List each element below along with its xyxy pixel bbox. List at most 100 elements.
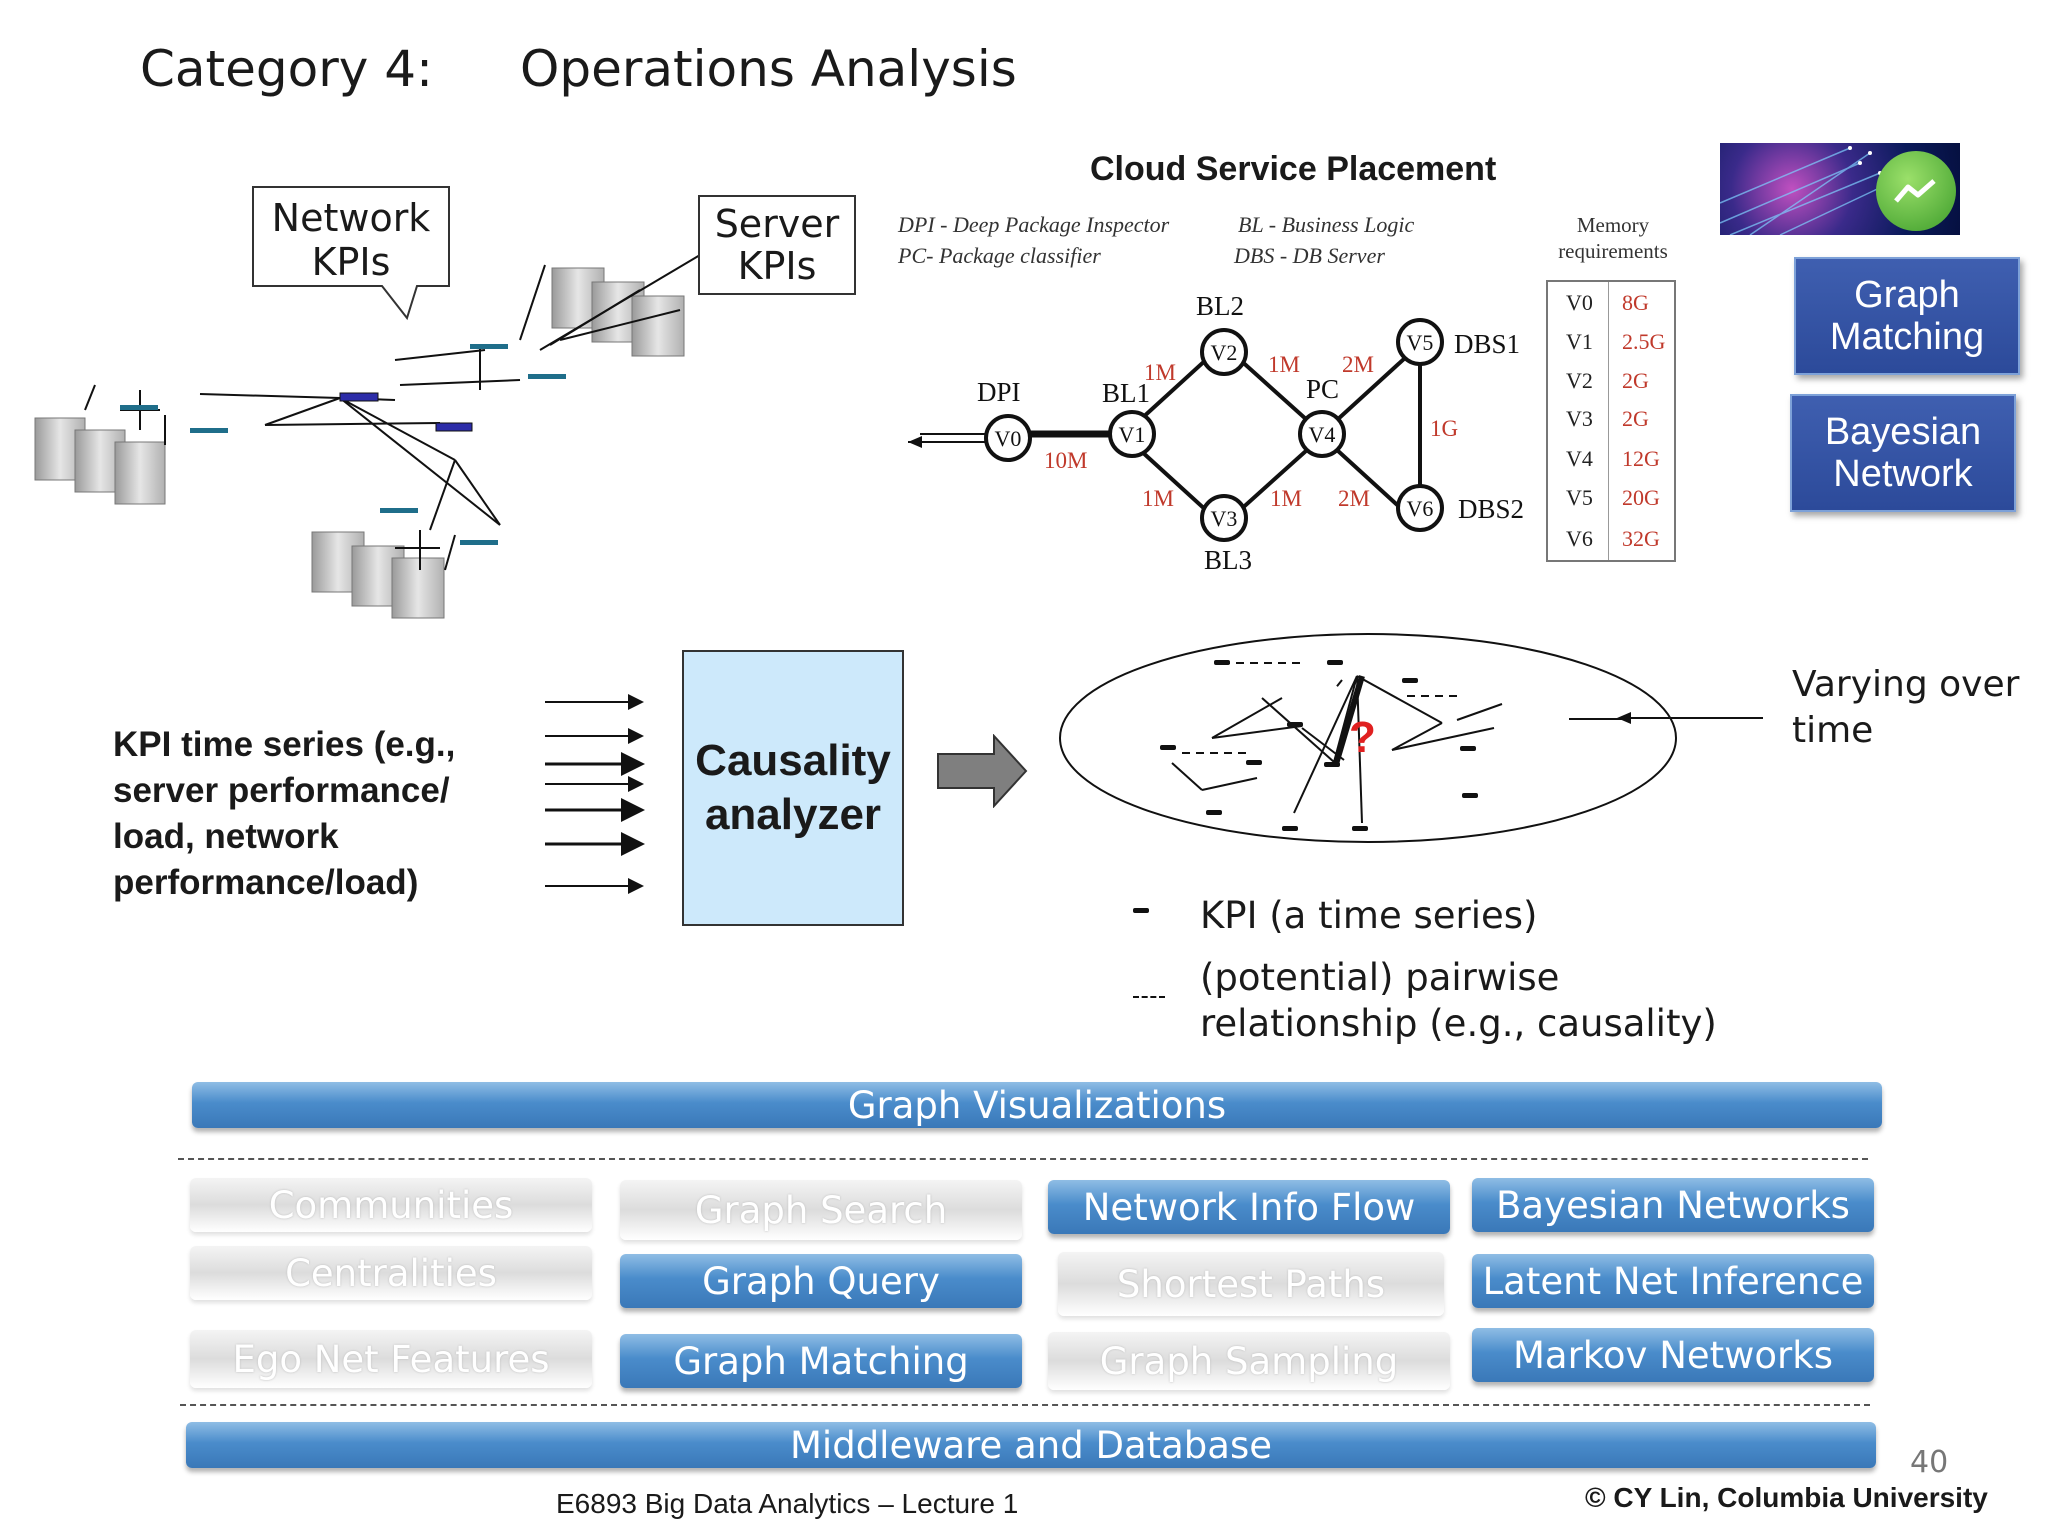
node-v1 bbox=[1108, 410, 1156, 458]
node-v5 bbox=[1396, 318, 1444, 366]
edge-v1-v3 bbox=[1138, 448, 1210, 514]
memory-row: V2 2G bbox=[1548, 368, 1674, 406]
edge-label-v5-v6: 1G bbox=[1430, 416, 1458, 441]
pairwise-legend-text: (potential) pairwise relationship (e.g.,… bbox=[1200, 955, 1717, 1047]
network-switches bbox=[120, 344, 566, 545]
memory-node: V4 bbox=[1566, 446, 1593, 471]
communities-bar[interactable]: Communities bbox=[190, 1178, 592, 1232]
memory-node: V3 bbox=[1566, 406, 1593, 431]
graph-matching-line-2: Matching bbox=[1829, 316, 1985, 358]
latent-net-inference-bar[interactable]: Latent Net Inference bbox=[1472, 1254, 1874, 1308]
node-v2 bbox=[1200, 328, 1248, 376]
memory-value: 32G bbox=[1622, 526, 1660, 551]
server-kpis-line-2: KPIs bbox=[737, 244, 817, 288]
causal-graph: ? bbox=[1059, 633, 1677, 843]
graph-matching-line-1: Graph bbox=[1854, 274, 1960, 316]
kpi-ts-line-1: KPI time series (e.g., bbox=[113, 725, 456, 764]
unknown-causality-marker: ? bbox=[1349, 713, 1376, 762]
edge-label-v0-v1: 10M bbox=[1044, 448, 1087, 473]
kpi-ts-line-2: server performance/ bbox=[113, 771, 450, 810]
node-v5-label: DBS1 bbox=[1454, 329, 1520, 359]
bayesian-network-line-2: Network bbox=[1833, 453, 1973, 495]
graph-query-bar[interactable]: Graph Query bbox=[620, 1254, 1022, 1308]
server-rack-group-top bbox=[551, 267, 685, 357]
pairwise-legend-line-1: (potential) pairwise bbox=[1200, 956, 1560, 999]
graph-search-bar[interactable]: Graph Search bbox=[620, 1180, 1022, 1240]
kpi-time-series-description: KPI time series (e.g., server performanc… bbox=[113, 722, 533, 906]
node-v6-id: V6 bbox=[1407, 496, 1434, 521]
varying-line-2: time bbox=[1792, 710, 1874, 751]
memory-value: 8G bbox=[1622, 290, 1649, 315]
memory-node: V0 bbox=[1566, 290, 1593, 315]
pairwise-legend-line-2: relationship (e.g., causality) bbox=[1200, 1002, 1717, 1045]
node-v3 bbox=[1200, 494, 1248, 542]
node-v0-label: DPI bbox=[977, 377, 1021, 407]
network-kpis-callout: Network KPIs bbox=[252, 196, 450, 284]
copyright-footer: © CY Lin, Columbia University bbox=[1585, 1482, 1988, 1513]
memory-value: 2.5G bbox=[1622, 329, 1666, 354]
memory-value: 20G bbox=[1622, 485, 1660, 510]
node-v0-id: V0 bbox=[995, 426, 1022, 451]
memory-heading-line-1: Memory bbox=[1576, 213, 1650, 237]
node-v4-label: PC bbox=[1306, 374, 1339, 404]
lower-dashed-separator bbox=[180, 1404, 1870, 1406]
server-kpis-callout: Server KPIs bbox=[698, 195, 856, 295]
bayesian-networks-bar[interactable]: Bayesian Networks bbox=[1472, 1178, 1874, 1232]
fiber-strands-graphic bbox=[1720, 146, 1891, 235]
network-info-flow-bar[interactable]: Network Info Flow bbox=[1048, 1180, 1450, 1234]
memory-row: V5 20G bbox=[1548, 485, 1674, 523]
graph-visualizations-bar[interactable]: Graph Visualizations bbox=[192, 1082, 1882, 1128]
markov-networks-bar[interactable]: Markov Networks bbox=[1472, 1328, 1874, 1382]
memory-row: V0 8G bbox=[1548, 290, 1674, 328]
server-rack-group-bottom bbox=[311, 531, 445, 619]
kpi-legend-text: KPI (a time series) bbox=[1200, 894, 1538, 937]
kpi-ts-line-4: performance/load) bbox=[113, 863, 419, 902]
node-v3-id: V3 bbox=[1211, 506, 1238, 531]
memory-value: 2G bbox=[1622, 406, 1649, 431]
edge-label-v4-v5: 2M bbox=[1342, 352, 1374, 377]
network-topology-diagram bbox=[34, 254, 701, 619]
node-v2-id: V2 bbox=[1211, 340, 1238, 365]
node-v0 bbox=[984, 414, 1032, 462]
node-v4 bbox=[1298, 410, 1346, 458]
server-rack-group-left bbox=[34, 417, 166, 505]
varying-over-time-label: Varying over time bbox=[1792, 662, 2019, 754]
bayesian-network-line-1: Bayesian bbox=[1824, 411, 1982, 453]
edge-v4-v6 bbox=[1335, 448, 1407, 514]
graph-sampling-bar[interactable]: Graph Sampling bbox=[1048, 1332, 1450, 1390]
slide-title: Operations Analysis bbox=[520, 40, 1017, 98]
upper-dashed-separator bbox=[178, 1158, 1868, 1160]
edge-label-v4-v6: 2M bbox=[1338, 486, 1370, 511]
edge-v1-v2 bbox=[1138, 356, 1210, 422]
pairwise-legend-symbol bbox=[1133, 996, 1165, 998]
memory-heading-line-2: requirements bbox=[1558, 239, 1668, 263]
memory-value: 2G bbox=[1622, 368, 1649, 393]
memory-value: 12G bbox=[1622, 446, 1660, 471]
memory-node: V5 bbox=[1566, 485, 1593, 510]
middleware-database-bar[interactable]: Middleware and Database bbox=[186, 1422, 1876, 1468]
legend-bl: BL - Business Logic bbox=[1238, 212, 1415, 237]
shortest-paths-bar[interactable]: Shortest Paths bbox=[1058, 1252, 1444, 1316]
edge-label-v1-v3: 1M bbox=[1142, 486, 1174, 511]
ego-net-features-bar[interactable]: Ego Net Features bbox=[190, 1330, 592, 1388]
node-v3-label: BL3 bbox=[1204, 545, 1252, 570]
network-kpis-line-1: Network bbox=[271, 196, 431, 240]
edge-label-v3-v4: 1M bbox=[1270, 486, 1302, 511]
memory-heading: Memory requirements bbox=[1538, 212, 1688, 264]
memory-node: V2 bbox=[1566, 368, 1593, 393]
kpi-ts-line-3: load, network bbox=[113, 817, 339, 856]
causality-analyzer-line-2: analyzer bbox=[704, 790, 882, 839]
legend-dpi: DPI - Deep Package Inspector bbox=[898, 212, 1170, 237]
node-v1-id: V1 bbox=[1119, 422, 1146, 447]
memory-node: V1 bbox=[1566, 329, 1593, 354]
centralities-bar[interactable]: Centralities bbox=[190, 1246, 592, 1300]
graph-matching-bar[interactable]: Graph Matching bbox=[620, 1334, 1022, 1388]
node-v6-label: DBS2 bbox=[1458, 494, 1524, 524]
server-kpis-line-1: Server bbox=[714, 202, 840, 246]
kpi-legend-symbol bbox=[1133, 908, 1149, 913]
edge-label-v2-v4: 1M bbox=[1268, 352, 1300, 377]
input-arrows bbox=[545, 694, 645, 894]
block-arrow-icon bbox=[937, 734, 1028, 808]
